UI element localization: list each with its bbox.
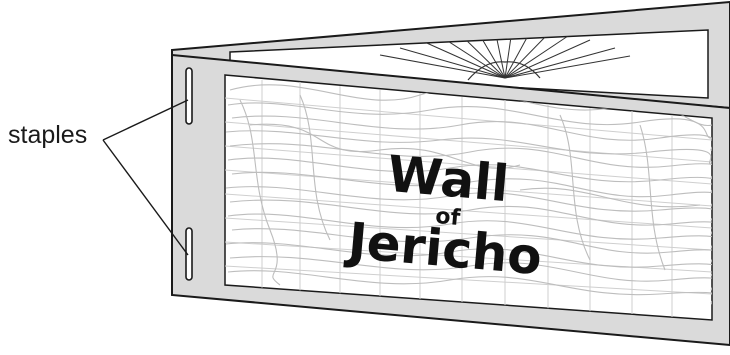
scribble-shading bbox=[225, 84, 712, 305]
card-title: Wall of Jericho bbox=[343, 145, 544, 287]
callout-leader-bottom bbox=[102, 139, 189, 256]
card-title-line2: of bbox=[434, 204, 461, 231]
back-card bbox=[171, 0, 730, 110]
staple-top bbox=[185, 67, 193, 125]
staples-callout: staples bbox=[8, 99, 189, 256]
staples bbox=[185, 67, 193, 281]
callout-leader-top bbox=[102, 99, 189, 141]
card-title-line1: Wall bbox=[385, 145, 511, 213]
front-card: Wall of Jericho bbox=[171, 53, 730, 347]
staples-label: staples bbox=[8, 121, 87, 149]
staple-bottom bbox=[185, 227, 193, 281]
back-card-sunburst bbox=[379, 30, 631, 81]
